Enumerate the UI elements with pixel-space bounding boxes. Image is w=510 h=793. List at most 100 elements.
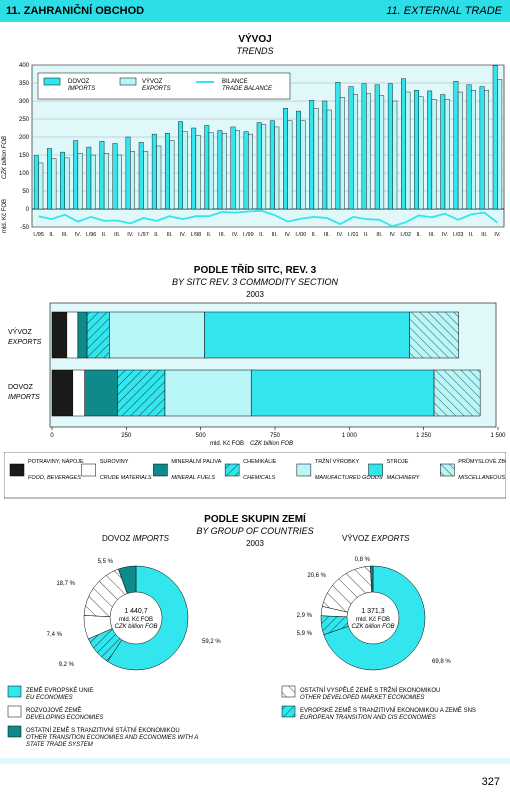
sitc-segment (204, 311, 410, 359)
pie-slice (323, 565, 426, 671)
imports-total: 1 440,7 (124, 608, 147, 615)
groups-year: 2003 (246, 539, 264, 548)
sitc-legend-en: MISCELLANEOUS ARTICLES (458, 475, 506, 481)
exports-bar (235, 130, 240, 210)
trends-xtick: I./01 (348, 232, 359, 238)
legend-exports-swatch (119, 77, 137, 86)
exports-total: 1 371,3 (361, 608, 384, 615)
imports-bar (204, 125, 210, 210)
sitc-legend-en: MACHINERY (387, 475, 420, 481)
legend-imports-cz: DOVOZ (68, 79, 90, 85)
groups-legend-en-cont: STATE TRADE SYSTEM (26, 742, 93, 748)
sitc-xtick: 0 (50, 433, 54, 439)
exports-bar (64, 157, 70, 210)
imports-bar (309, 100, 315, 210)
trends-xtick: I./00 (295, 232, 306, 238)
legend-balance-en: TRADE BALANCE (222, 86, 273, 92)
imports-bar (348, 86, 354, 210)
trends-xtick: IV. (389, 232, 396, 238)
trends-ylabel-en: CZK billion FOB (2, 136, 8, 179)
trends-xtick: IV. (127, 232, 134, 238)
sitc-year: 2003 (246, 290, 264, 299)
pie-slice (107, 565, 189, 671)
exports-bar (326, 109, 332, 210)
exports-bar (103, 152, 109, 210)
imports-bar (47, 148, 52, 210)
trends-ytick: 0 (26, 207, 30, 213)
groups-legend-cz: EVROPSKÉ ZEMĚ S TRANZITIVNÍ EKONOMIKOU A… (300, 706, 476, 714)
imports-bar (178, 121, 183, 210)
imports-bar (112, 143, 118, 210)
sitc-legend-swatch (296, 463, 312, 477)
sitc-segment (86, 311, 110, 359)
trends-xtick: I./96 (86, 232, 97, 238)
trends-xtick: III. (429, 232, 436, 238)
sitc-legend-swatch (9, 463, 25, 477)
imports-bar (479, 86, 485, 210)
trends-xtick: IV. (285, 232, 292, 238)
groups-legend-swatch (7, 725, 22, 738)
trends-legend: DOVOZ IMPORTS VÝVOZ EXPORTS BILANCE TRAD… (37, 72, 291, 100)
trends-xtick: II. (364, 232, 369, 238)
pie-slice-label: 5,9 % (297, 631, 313, 637)
imports-bar (401, 78, 406, 210)
groups-legend-cz: ZEMĚ EVROPSKÉ UNIE (26, 686, 93, 694)
footer-band (0, 758, 510, 764)
groups-legend-swatch (7, 705, 22, 718)
trends-xtick: I./02 (400, 232, 411, 238)
exports-bar (353, 94, 358, 210)
sitc-legend-cz: CHEMIKÁLIE (243, 458, 277, 465)
imports-bar (453, 81, 459, 210)
imports-bar (33, 155, 39, 210)
imports-bar (361, 83, 367, 210)
exports-bar (261, 124, 267, 210)
sitc-xtick: 250 (121, 433, 132, 439)
groups-pies: 59,2 %9,2 %7,4 %18,7 %5,5 % 69,8 %5,9 %2… (47, 557, 451, 671)
imports-bar (427, 90, 433, 210)
exports-bar (208, 132, 214, 210)
imports-bar (165, 133, 170, 210)
trends-xtick: III. (167, 232, 174, 238)
sitc-segment (409, 311, 460, 359)
imports-donut: 59,2 %9,2 %7,4 %18,7 %5,5 % (47, 559, 221, 671)
trends-xtick: I./98 (191, 232, 202, 238)
sitc-segment (51, 311, 68, 359)
exports-bar (405, 91, 411, 210)
trends-xtick: IV. (180, 232, 187, 238)
imports-bar (230, 126, 236, 210)
groups-title: PODLE SKUPIN ZEMÍ (204, 514, 306, 525)
trends-bars (33, 65, 503, 210)
imports-bar (492, 65, 498, 210)
exports-bar (156, 145, 162, 210)
trends-xtick: III. (481, 232, 488, 238)
exports-bar (484, 90, 489, 210)
sitc-cat-exports-en: EXPORTS (8, 339, 42, 346)
sitc-legend-cz: PRŮMYSLOVÉ ZBOŽÍ (458, 457, 506, 465)
imports-bar (440, 94, 446, 210)
exports-bar (418, 96, 424, 210)
header-right: 11. EXTERNAL TRADE (386, 5, 502, 17)
trends-title: VÝVOJ (238, 34, 272, 45)
exports-bar (38, 162, 44, 210)
sitc-segment (117, 369, 166, 417)
exports-bar (90, 154, 96, 210)
sitc-segment (72, 369, 85, 417)
sitc-legend-cz: MINERÁLNÍ PALIVA (171, 458, 221, 465)
sitc-legend-swatch (81, 463, 96, 477)
pie-slice-label: 59,2 % (202, 639, 221, 645)
trends-xtick: II. (469, 232, 474, 238)
exports-bar (182, 131, 188, 210)
trends-xtick: IV. (494, 232, 501, 238)
trends-xtick: III. (62, 232, 69, 238)
sitc-title: PODLE TŘÍD SITC, REV. 3 (193, 265, 317, 276)
exports-bar (431, 99, 437, 210)
sitc-segment (84, 369, 118, 417)
exports-bar (392, 100, 398, 210)
imports-total-unit: mld. Kč FOB (119, 617, 153, 623)
exports-bar (366, 93, 371, 210)
exports-bar (221, 133, 227, 210)
pie-slice-label: 9,2 % (59, 662, 75, 668)
